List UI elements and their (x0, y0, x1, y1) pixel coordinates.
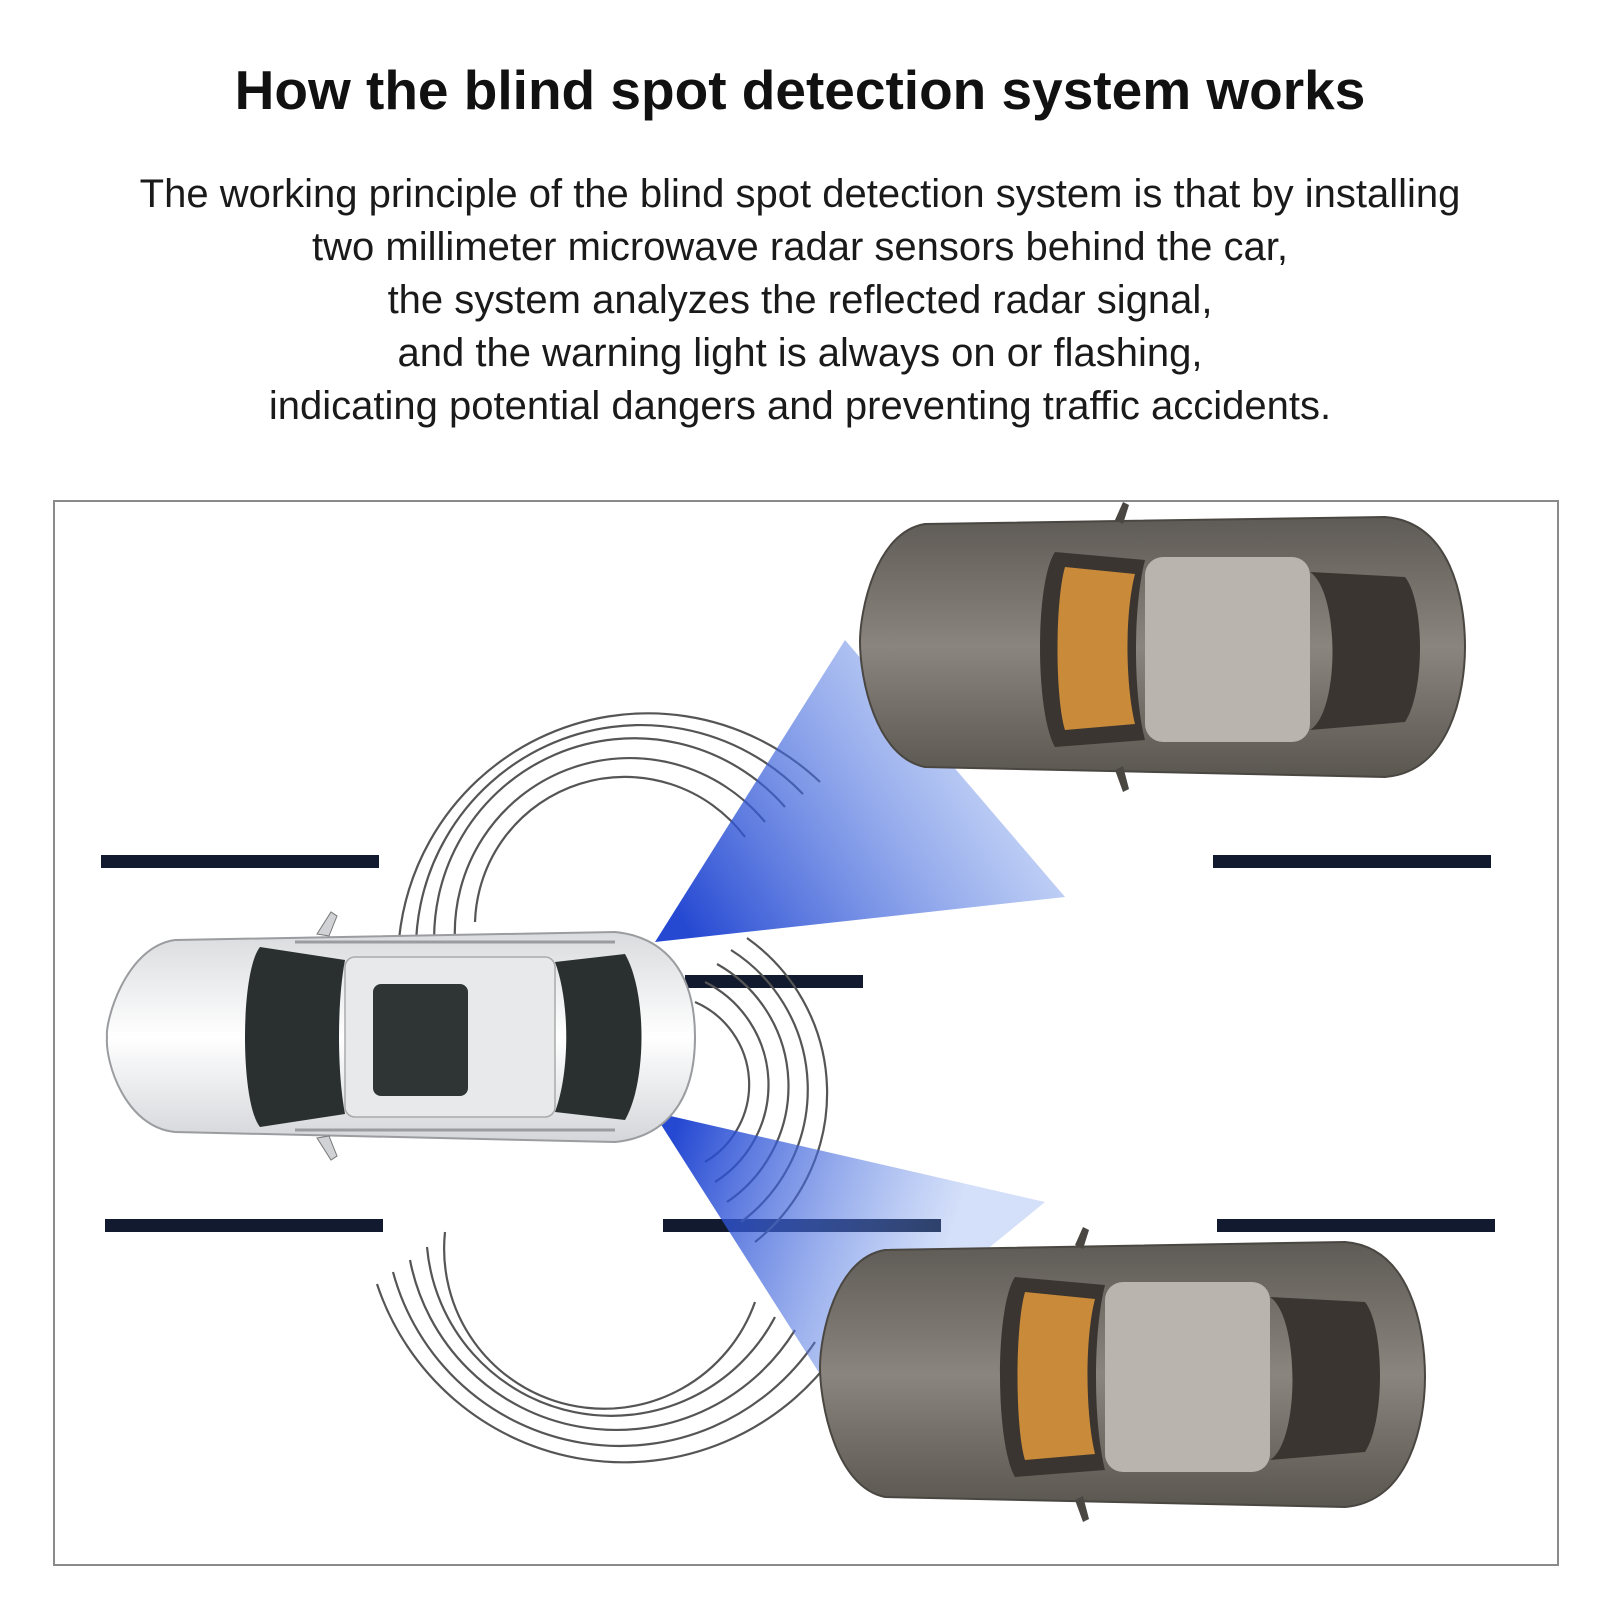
radar-wave-icon (375, 712, 836, 1464)
gray-car-icon (858, 502, 1467, 792)
white-car-icon (105, 911, 697, 1161)
description-line: The working principle of the blind spot … (139, 172, 1461, 216)
lane-markings (101, 855, 1495, 1232)
lane-marking (1213, 855, 1491, 868)
lane-marking (685, 975, 863, 988)
page-title: How the blind spot detection system work… (234, 59, 1366, 121)
description: The working principle of the blind spot … (0, 168, 1600, 433)
description-line: the system analyzes the reflected radar … (387, 278, 1213, 322)
blind-spot-diagram (53, 500, 1559, 1566)
description-line: and the warning light is always on or fl… (397, 331, 1203, 375)
gray-car-icon (818, 1227, 1427, 1522)
radar-beam-icon (653, 1112, 1045, 1382)
lane-marking (101, 855, 379, 868)
diagram-canvas (101, 502, 1495, 1522)
lane-marking (105, 1219, 383, 1232)
radar-beam-icon (655, 640, 1065, 942)
lane-marking (1217, 1219, 1495, 1232)
description-line: indicating potential dangers and prevent… (268, 384, 1332, 428)
description-line: two millimeter microwave radar sensors b… (312, 225, 1288, 269)
